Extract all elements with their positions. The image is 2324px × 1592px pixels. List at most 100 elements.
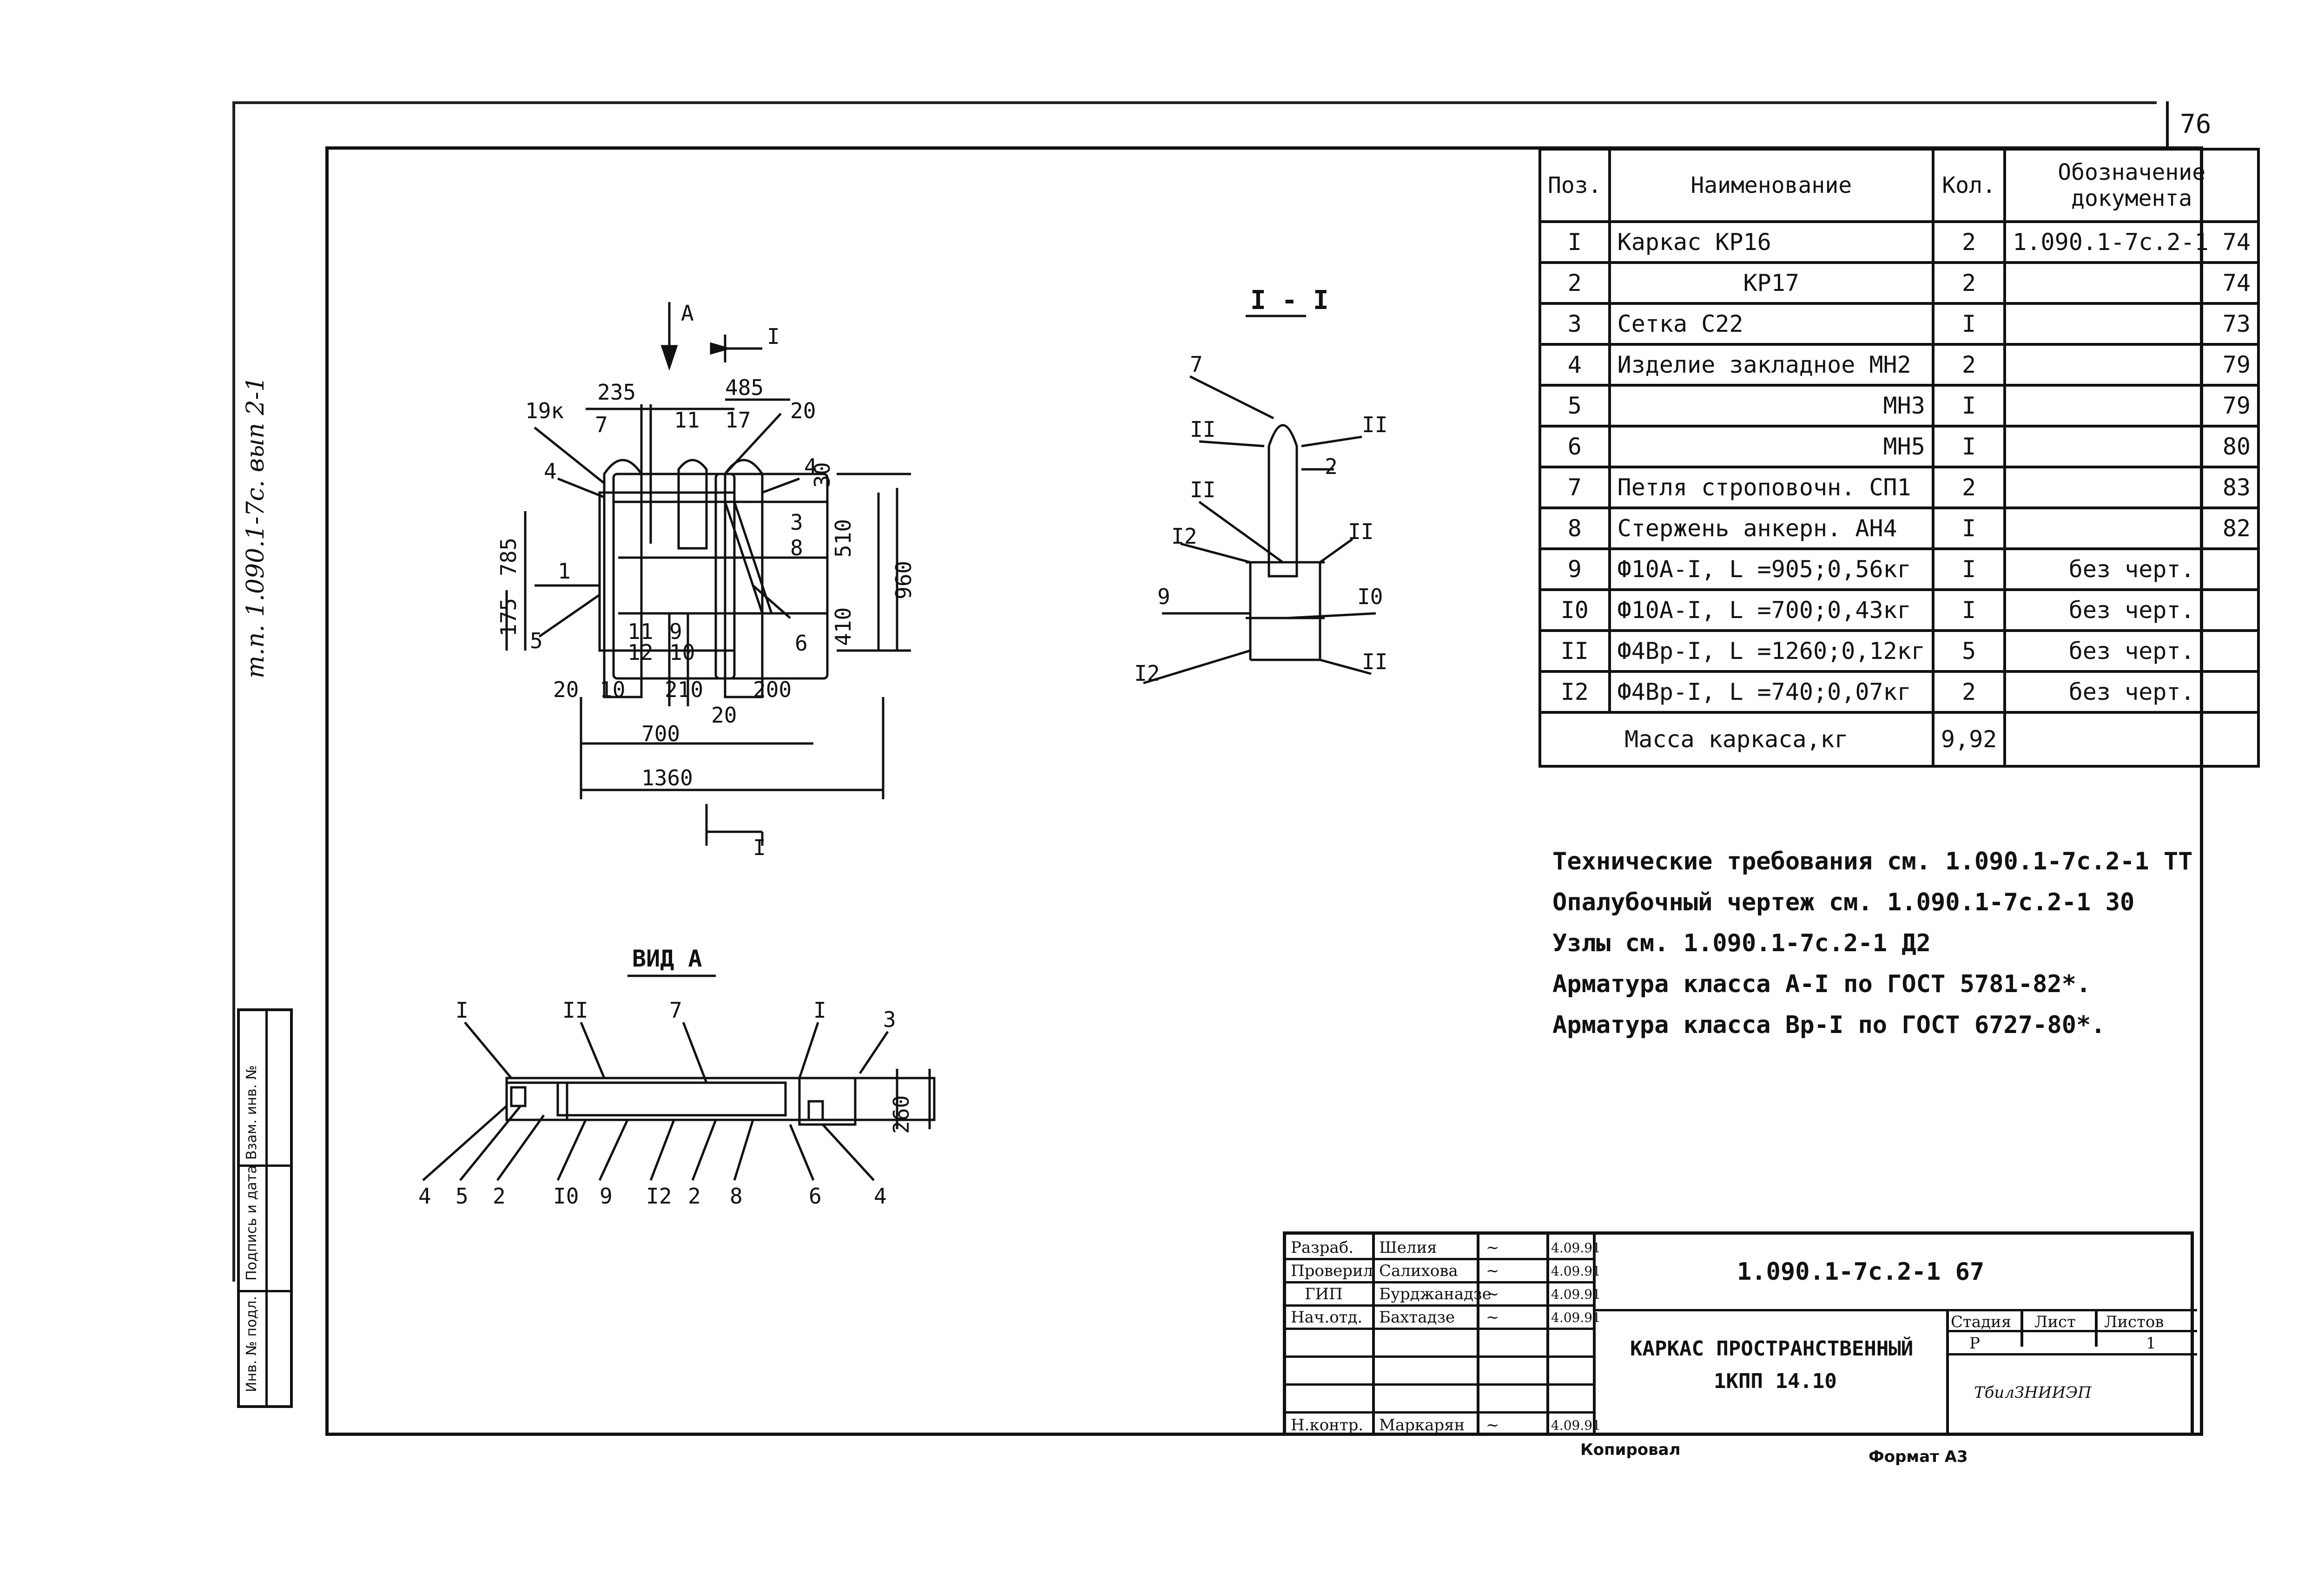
cell-pos: I0 xyxy=(1538,588,1611,632)
cell-qty: I xyxy=(1931,425,2007,468)
table-row: I0 Ф10А-I, L =700;0,43кг I без черт. xyxy=(1538,588,2260,632)
cell-doc: 80 xyxy=(2003,425,2260,468)
view-callout: 3 xyxy=(883,1007,896,1032)
cell-qty: 5 xyxy=(1931,629,2007,673)
section-i-i xyxy=(1143,315,1376,684)
title-line-2: 1КПП 14.10 xyxy=(1714,1369,1837,1393)
dim-485: 485 xyxy=(725,375,764,400)
section-callout: I2 xyxy=(1134,661,1160,686)
cell-name: МН3 xyxy=(1608,384,1934,428)
cell-qty: 2 xyxy=(1931,466,2007,509)
cell-qty: I xyxy=(1931,384,2007,428)
table-row: 6 МН5 I 80 xyxy=(1538,425,2260,468)
cut-mark-top: I xyxy=(767,324,780,349)
role-developer: Разраб. xyxy=(1291,1238,1354,1257)
sheets-header: Листов xyxy=(2104,1313,2164,1331)
spec-header-name: Наименование xyxy=(1608,148,1934,223)
view-callout: 8 xyxy=(730,1184,743,1209)
dim-960: 960 xyxy=(891,561,916,599)
mass-value: 9,92 xyxy=(1931,711,2007,768)
format-label: Формат А3 xyxy=(1868,1447,1968,1466)
dim-210: 210 xyxy=(665,677,703,702)
sheet-outer-left-edge xyxy=(232,101,235,1282)
role-head: Нач.отд. xyxy=(1291,1308,1363,1327)
stage-header: Стадия xyxy=(1951,1313,2012,1331)
arrow-a-label: А xyxy=(681,301,694,326)
view-callout: 5 xyxy=(456,1184,469,1209)
signature: ~ xyxy=(1486,1262,1499,1280)
table-row: 7 Петля строповочн. СП1 2 83 xyxy=(1538,466,2260,509)
spec-mass-row: Масса каркаса,кг 9,92 xyxy=(1538,711,2260,768)
cell-pos: 5 xyxy=(1538,384,1611,428)
document-code: 1.090.1-7с.2-1 67 xyxy=(1737,1258,1985,1286)
name-checker: Салихова xyxy=(1379,1262,1458,1280)
cell-doc: 74 xyxy=(2003,261,2260,305)
cell-name: Ф10А-I, L =700;0,43кг xyxy=(1608,588,1934,632)
cell-doc: 1.090.1-7с.2-1 74 xyxy=(2003,220,2260,264)
view-callout: 6 xyxy=(809,1184,822,1209)
plan-callout: 11 xyxy=(674,408,700,433)
cell-pos: 8 xyxy=(1538,507,1611,550)
cell-name: Каркас КР16 xyxy=(1608,220,1934,264)
view-callout: I0 xyxy=(553,1184,579,1209)
section-callout: 9 xyxy=(1157,584,1170,609)
dim-30: 30 xyxy=(810,462,835,488)
cell-doc: 83 xyxy=(2003,466,2260,509)
cell-name: Сетка С22 xyxy=(1608,302,1934,346)
page-number: 76 xyxy=(2180,109,2212,139)
plan-callout: 4 xyxy=(544,459,557,484)
section-callout: II xyxy=(1190,477,1215,502)
cell-name: Стержень анкерн. АН4 xyxy=(1608,507,1934,550)
table-row: I2 Ф4Вр-I, L =740;0,07кг 2 без черт. xyxy=(1538,670,2260,714)
table-row: 9 Ф10А-I, L =905;0,56кг I без черт. xyxy=(1538,547,2260,591)
plan-callout: 9 xyxy=(669,619,682,644)
role-gip: ГИП xyxy=(1305,1285,1343,1303)
table-row: 4 Изделие закладное МН2 2 79 xyxy=(1538,343,2260,387)
dim-10: 10 xyxy=(600,677,625,702)
plan-callout: 6 xyxy=(795,631,808,656)
cell-doc: без черт. xyxy=(2003,629,2260,673)
cell-qty: 2 xyxy=(1931,343,2007,387)
plan-callout: 19к xyxy=(525,398,564,423)
side-approval-strip: Инв. № подл. Подпись и дата Взам. инв. № xyxy=(237,1008,293,1408)
note-line: Технические требования см. 1.090.1-7с.2-… xyxy=(1552,848,2193,875)
cell-pos: II xyxy=(1538,629,1611,673)
cut-mark-bottom: I xyxy=(753,835,766,860)
organization: ТбилЗНИИЭП xyxy=(1974,1383,2092,1402)
cell-doc: 79 xyxy=(2003,343,2260,387)
plan-callout: 11 xyxy=(627,619,653,644)
date-normcontrol: 4.09.91 xyxy=(1551,1418,1601,1433)
name-developer: Шелия xyxy=(1379,1238,1437,1257)
name-head: Бахтадзе xyxy=(1379,1308,1455,1327)
cell-qty: I xyxy=(1931,547,2007,591)
plan-callout: 12 xyxy=(627,640,653,665)
date-developer: 4.09.91 xyxy=(1551,1240,1601,1256)
plan-callout: 17 xyxy=(725,408,751,433)
section-callout: II xyxy=(1362,412,1387,437)
table-row: 2 КР17 2 74 xyxy=(1538,261,2260,305)
cell-qty: I xyxy=(1931,302,2007,346)
view-callout: II xyxy=(562,998,588,1023)
table-row: I Каркас КР16 2 1.090.1-7с.2-1 74 xyxy=(1538,220,2260,264)
dim-700: 700 xyxy=(641,721,680,746)
table-row: II Ф4Вр-I, L =1260;0,12кг 5 без черт. xyxy=(1538,629,2260,673)
cell-doc: без черт. xyxy=(2003,670,2260,714)
cell-name: Ф4Вр-I, L =1260;0,12кг xyxy=(1608,629,1934,673)
role-checker: Проверил xyxy=(1291,1262,1373,1280)
note-line: Узлы см. 1.090.1-7с.2-1 Д2 xyxy=(1552,929,1931,957)
plan-callout: 5 xyxy=(530,628,543,653)
view-callout: 4 xyxy=(418,1184,431,1209)
spec-header-doc: Обозначение документа xyxy=(2003,148,2260,223)
spec-header-pos: Поз. xyxy=(1538,148,1611,223)
cell-doc: 79 xyxy=(2003,384,2260,428)
section-callout: II xyxy=(1362,649,1387,674)
cell-qty: I xyxy=(1931,588,2007,632)
signature: ~ xyxy=(1486,1238,1499,1257)
signature: ~ xyxy=(1486,1308,1499,1327)
view-callout: 9 xyxy=(600,1184,613,1209)
cell-name: Ф10А-I, L =905;0,56кг xyxy=(1608,547,1934,591)
mass-doc-empty xyxy=(2003,711,2260,768)
view-callout: 4 xyxy=(874,1184,887,1209)
